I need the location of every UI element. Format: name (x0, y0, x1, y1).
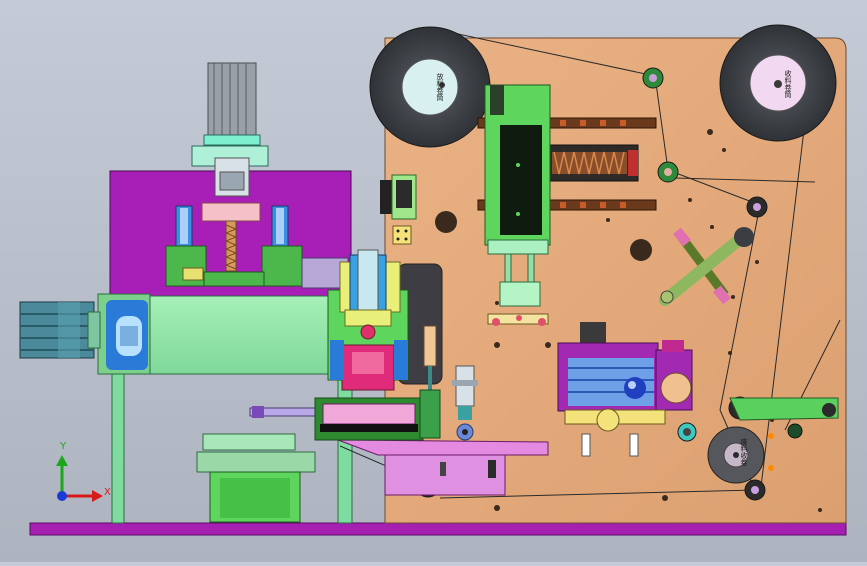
tension-arm (729, 397, 839, 421)
cutting-table (249, 389, 441, 441)
horizontal-module (97, 293, 339, 375)
axis-y-label: Y (60, 441, 67, 452)
screw-bracket (165, 245, 303, 287)
nozzle-stack (452, 365, 478, 441)
linear-module (557, 322, 693, 457)
bottom-rail (29, 522, 847, 536)
spring-slide (547, 144, 639, 182)
supply-reel-label: 放料卷筒 (436, 72, 444, 102)
takeup-reel-label: 收料卷筒 (784, 69, 792, 99)
diagonal-roller (659, 227, 754, 306)
waste-reel: 废料收卷 (707, 426, 765, 484)
edge-sensor (380, 174, 417, 245)
supply-reel: 放料卷筒 (369, 26, 491, 148)
lower-platform (196, 433, 316, 523)
plate-holes (400, 129, 822, 512)
side-cylinder (423, 325, 437, 396)
slide-rails (477, 117, 657, 211)
film-guide (337, 439, 549, 496)
support-leg-left (111, 369, 125, 524)
takeup-reel: 收料卷筒 (719, 24, 837, 142)
servo-motor-icon (19, 301, 101, 359)
axis-triad-icon (56, 455, 103, 502)
waste-reel-label: 废料收卷 (740, 437, 748, 466)
ball-screw (191, 145, 269, 272)
press-head (327, 249, 409, 391)
stepper-motor-icon (203, 62, 261, 146)
axis-x-label: X (104, 487, 111, 498)
vertical-cylinder (484, 84, 551, 326)
guide-rods (175, 205, 289, 247)
